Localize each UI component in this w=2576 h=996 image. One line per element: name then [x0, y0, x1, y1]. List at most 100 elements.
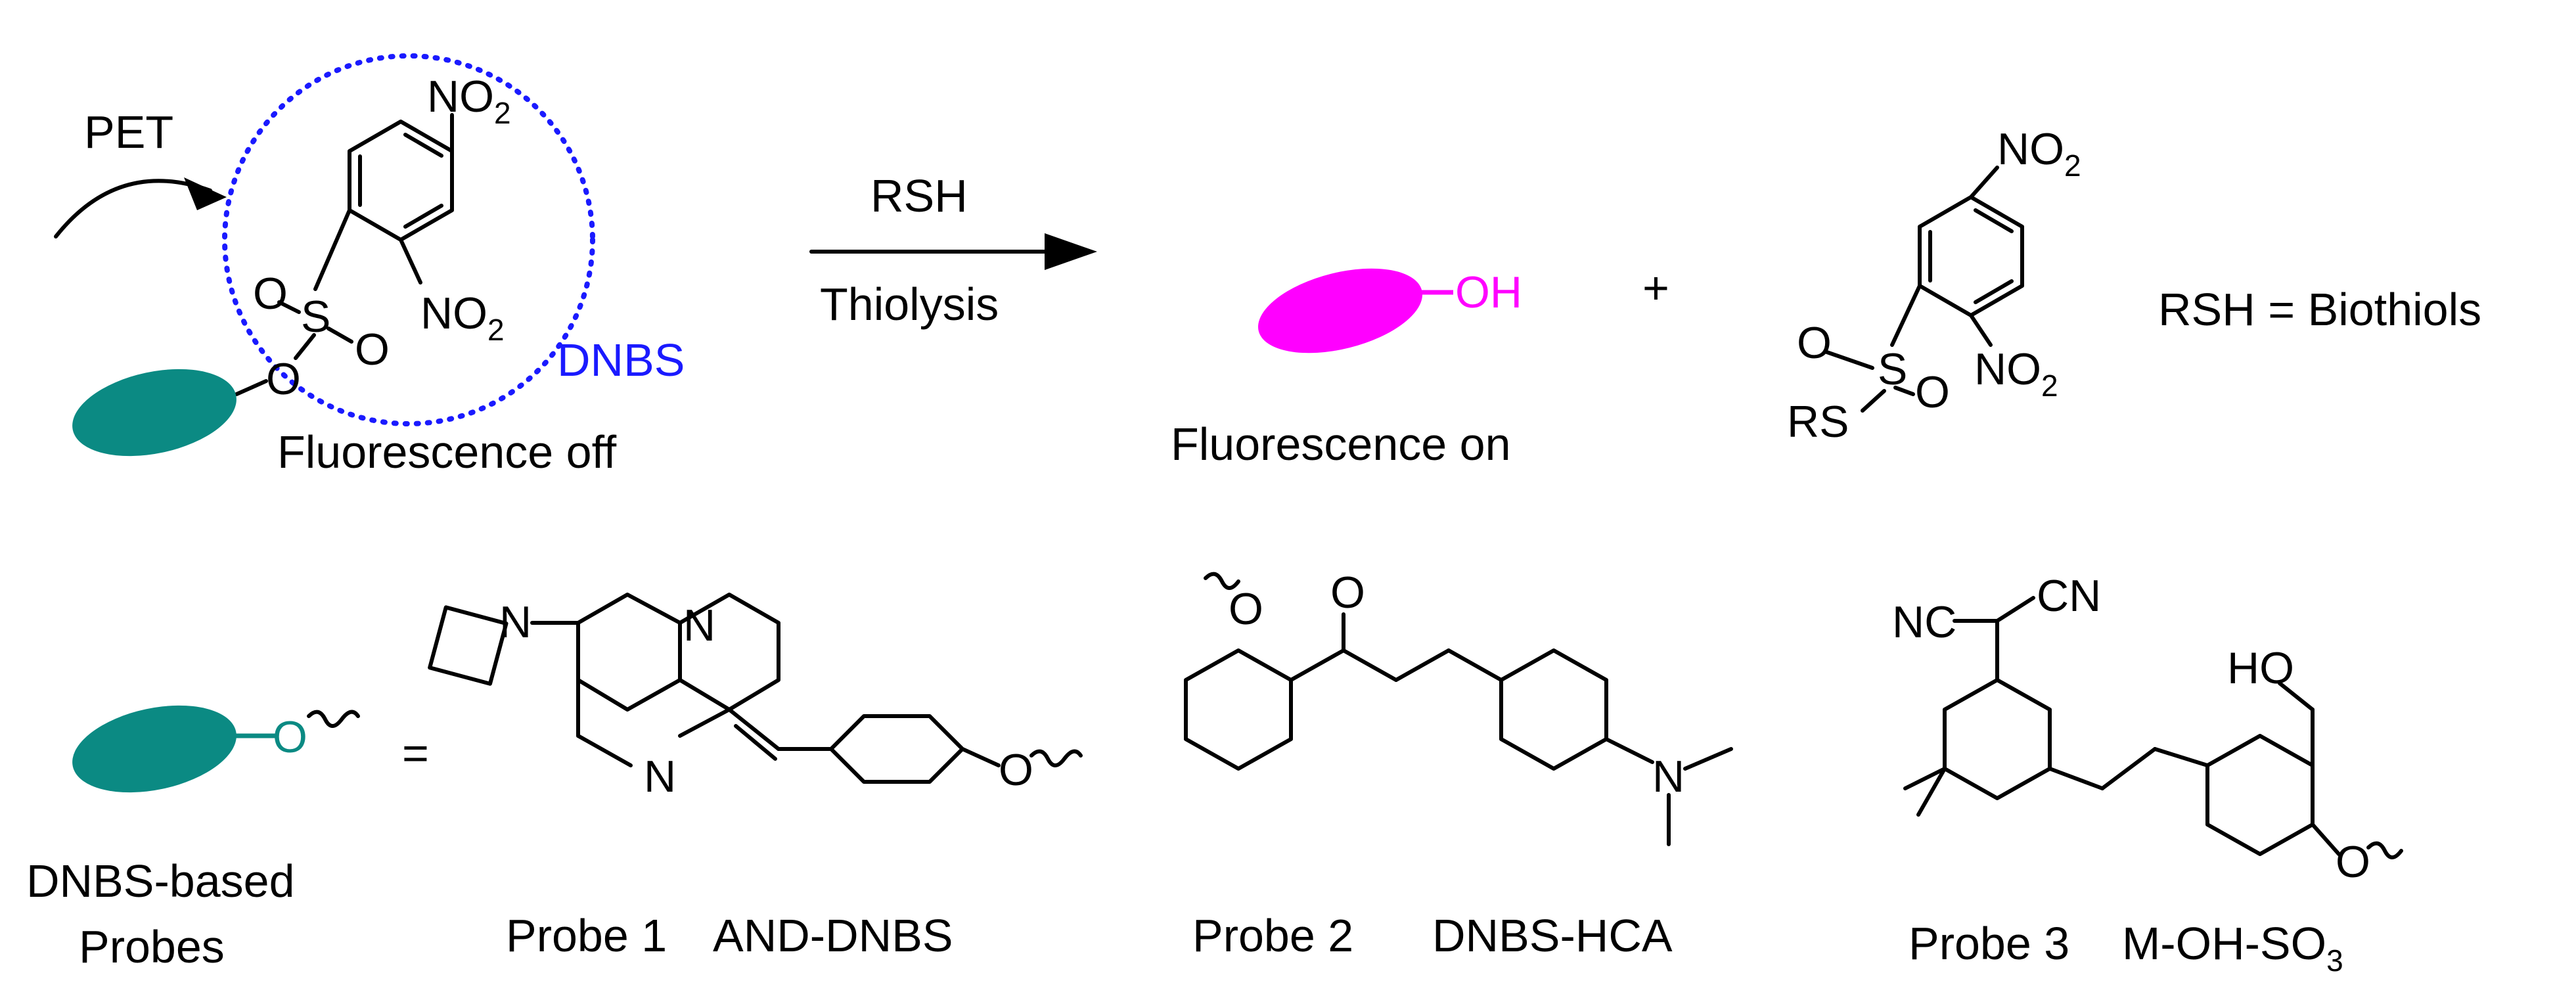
- hydroxyl-label: OH: [1455, 267, 1522, 317]
- byproduct-benzene-ring: [1918, 195, 2024, 317]
- nitrile-cn: CN: [2037, 571, 2101, 621]
- nitro-group-ortho: NO2: [420, 288, 505, 347]
- ester-oxygen: O: [266, 354, 301, 404]
- probe-1-name: AND-DNBS: [713, 910, 953, 961]
- naphthyridine-ring-right: [678, 593, 780, 712]
- bond: [313, 208, 351, 291]
- rsh-definition: RSH = Biothiols: [2158, 284, 2481, 335]
- probe-1-structure: N N N O Probe 1 AND-DNBS: [428, 593, 1083, 961]
- bond: [2278, 681, 2315, 712]
- methyl-bond: [1916, 767, 1947, 817]
- vinyl-double-bond: [734, 724, 777, 761]
- naphthyridine-ring-left: [576, 593, 682, 712]
- phenyl-ring: [1184, 648, 1293, 771]
- reaction-arrow: RSH Thiolysis: [809, 170, 1097, 330]
- nitro-group-top: NO2: [1997, 124, 2081, 183]
- ring-double-bond: [403, 204, 443, 229]
- n-atom: N: [499, 597, 531, 647]
- probe-3-name: M-OH-SO3: [2122, 918, 2343, 978]
- sulfonyl-oxygen: O: [355, 325, 390, 374]
- bond: [678, 708, 731, 738]
- probe-3-label: Probe 3: [1909, 918, 2069, 969]
- sulfonyl-oxygen: O: [1797, 318, 1832, 368]
- phenyl-ring: [2205, 734, 2315, 856]
- probe-2-name: DNBS-HCA: [1432, 910, 1673, 961]
- n-atom: N: [683, 600, 715, 650]
- phenyl-ring: [829, 714, 964, 784]
- probe-2-structure: O O N Probe 2 DNBS-HCA: [1184, 568, 1733, 961]
- arrow-head: [1045, 233, 1097, 270]
- aryl-ether-oxygen: O: [2336, 837, 2370, 887]
- vinyl-bond: [2100, 747, 2157, 790]
- probe-2-label: Probe 2: [1192, 910, 1353, 961]
- fluorophore-teal-legend: [72, 705, 237, 793]
- legend-oxygen: O: [273, 712, 307, 762]
- methyl-bond: [1903, 767, 1947, 790]
- thioester-byproduct: NO2 NO2 S O O RS: [1787, 124, 2081, 447]
- dnbs-based-label-line2: Probes: [79, 921, 225, 972]
- phenol-oxygen: O: [999, 745, 1033, 795]
- ring-double-bond: [403, 133, 443, 158]
- bond: [235, 379, 268, 396]
- hydroxymethyl-ho: HO: [2227, 643, 2294, 693]
- dnbs-based-label-line1: DNBS-based: [26, 855, 295, 907]
- equals-sign: =: [402, 727, 429, 779]
- reagent-thiolysis: Thiolysis: [820, 279, 999, 330]
- pet-label: PET: [84, 106, 173, 158]
- azetidine-ring: [428, 605, 508, 686]
- bond: [1289, 648, 1345, 682]
- fluorescence-off-label: Fluorescence off: [277, 426, 617, 478]
- bond: [1861, 389, 1886, 413]
- nitro-group-ortho: NO2: [1974, 344, 2058, 403]
- bond: [327, 327, 353, 344]
- fluorescence-on-label: Fluorescence on: [1171, 419, 1511, 470]
- ring-double-bond: [1974, 208, 2014, 233]
- bond: [1342, 648, 1398, 682]
- sulfonyl-oxygen: O: [1915, 367, 1950, 417]
- bond: [2153, 747, 2209, 767]
- bond: [960, 747, 1001, 767]
- fluorophore-off-teal: [72, 369, 237, 457]
- carbonyl-oxygen: O: [1330, 568, 1365, 618]
- bond: [1969, 313, 1993, 347]
- pet-arrowhead: [184, 177, 227, 210]
- bond: [1890, 284, 1922, 347]
- wavy-attachment-icon: [2366, 841, 2403, 859]
- bond: [294, 333, 316, 360]
- n-atom: N: [644, 752, 676, 802]
- sulfur-atom: S: [301, 292, 330, 342]
- dnbs-benzene-ring: [348, 120, 454, 242]
- bond: [1447, 648, 1503, 682]
- cyclohexene-ring: [1943, 678, 2052, 800]
- ring-double-bond: [1974, 279, 2014, 304]
- dnbs-highlight-circle: [222, 53, 595, 426]
- nitro-group-top: NO2: [427, 72, 511, 130]
- probe-1-label: Probe 1: [506, 910, 667, 961]
- vinyl-bond: [727, 708, 780, 751]
- bond: [1893, 386, 1915, 396]
- vinyl-bond: [1394, 648, 1451, 682]
- reagent-rsh: RSH: [870, 170, 968, 221]
- wavy-attachment-icon: [1029, 749, 1083, 767]
- pet-curved-arrow: [54, 179, 212, 238]
- bond: [1823, 350, 1874, 370]
- dnbs-label: DNBS: [557, 334, 685, 386]
- aryl-ether-oxygen: O: [1229, 584, 1263, 634]
- probe-3-structure: NC CN HO O Probe 3 M-OH-SO3: [1892, 571, 2403, 978]
- bond: [1995, 596, 2035, 623]
- bond: [1604, 737, 1654, 764]
- fluorophore-on-magenta: [1258, 268, 1422, 353]
- product-fluorophore-on: OH Fluorescence on: [1171, 267, 1522, 470]
- bond: [2311, 823, 2341, 856]
- wavy-attachment-icon: [307, 710, 360, 728]
- bond: [1969, 166, 1999, 199]
- bond: [277, 300, 301, 314]
- plus-sign: +: [1642, 262, 1669, 313]
- methyl-bond: [1683, 747, 1733, 771]
- dnbs-substrate: PET DNBS NO2 NO2 S O O O Fluorescence of…: [54, 53, 685, 478]
- bond: [399, 238, 422, 284]
- bond: [2048, 767, 2104, 790]
- bond: [576, 734, 633, 767]
- sulfur-atom: S: [1878, 344, 1907, 394]
